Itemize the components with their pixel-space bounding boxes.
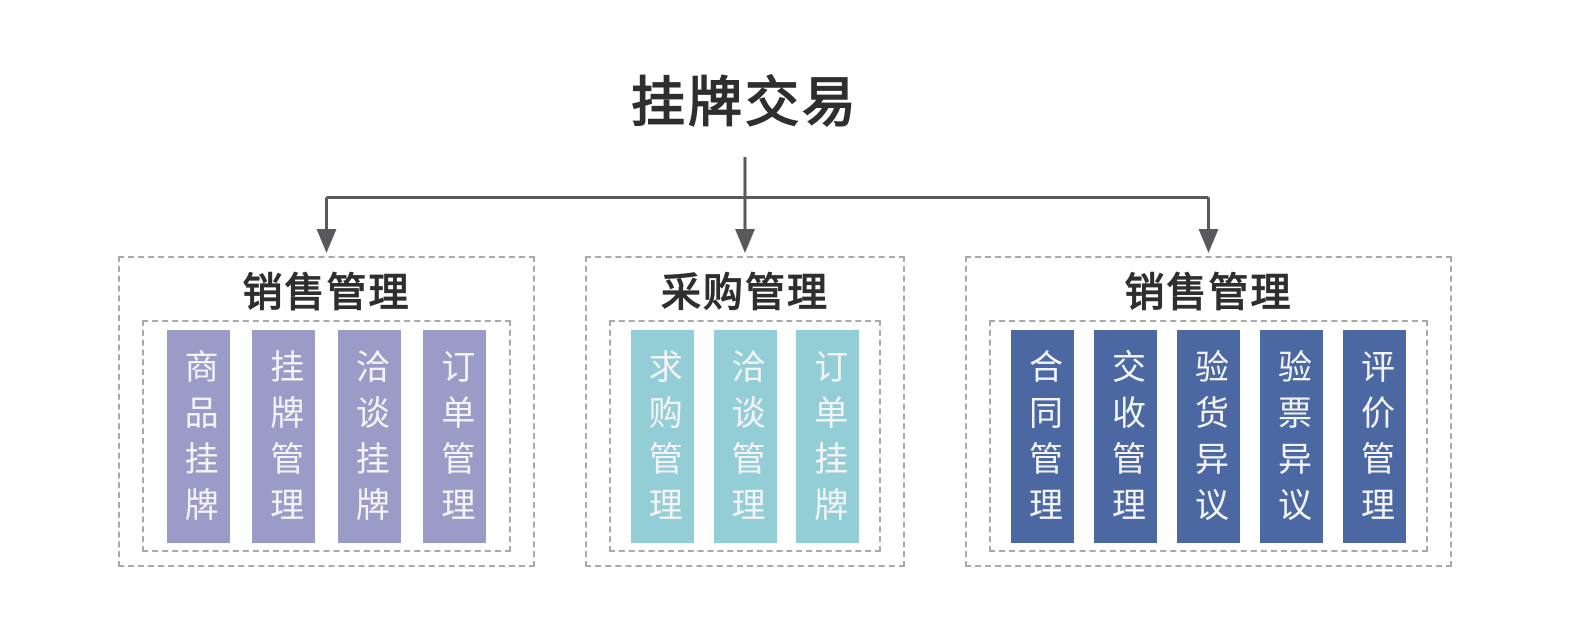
page-title: 挂牌交易 (631, 73, 859, 133)
group-card-sales-1: 销售管理 商品挂牌 挂牌管理 洽谈挂牌 订单管理 (118, 256, 535, 567)
feature-pill: 订单管理 (423, 329, 487, 543)
feature-pill: 洽谈管理 (713, 329, 777, 543)
feature-pill: 挂牌管理 (252, 329, 316, 543)
feature-pill: 商品挂牌 (166, 329, 230, 543)
down-arrow-icon (1198, 229, 1219, 253)
feature-pill-label: 交收管理 (1106, 349, 1145, 533)
group-title: 销售管理 (1124, 271, 1293, 315)
group-title: 销售管理 (242, 271, 411, 315)
feature-pill-label: 洽谈挂牌 (350, 349, 389, 533)
feature-pill-label: 洽谈管理 (726, 349, 764, 533)
feature-pill: 评价管理 (1343, 329, 1406, 543)
arrowheads (316, 229, 1219, 253)
down-arrow-icon (316, 229, 337, 253)
group-title: 采购管理 (661, 271, 829, 315)
feature-pill-label: 商品挂牌 (179, 349, 218, 533)
feature-pill-label: 订单管理 (435, 349, 474, 533)
drop-lines (325, 197, 1210, 231)
group-card-procurement: 采购管理 求购管理 洽谈管理 订单挂牌 (585, 256, 905, 567)
feature-pill: 洽谈挂牌 (337, 329, 401, 543)
feature-pill: 验货异议 (1177, 329, 1240, 543)
feature-pill-label: 订单挂牌 (808, 349, 847, 533)
down-arrow-icon (735, 229, 755, 253)
feature-pill: 订单挂牌 (796, 329, 860, 543)
feature-pill-label: 验票异议 (1272, 349, 1311, 533)
columns-panel: 商品挂牌 挂牌管理 洽谈挂牌 订单管理 (142, 320, 511, 552)
feature-pill-label: 验货异议 (1189, 349, 1228, 533)
feature-pill: 验票异议 (1260, 329, 1323, 543)
feature-pill: 合同管理 (1011, 329, 1074, 543)
feature-pill-label: 挂牌管理 (264, 349, 303, 533)
feature-pill-label: 求购管理 (643, 349, 682, 533)
feature-pill-label: 合同管理 (1023, 349, 1062, 533)
group-card-sales-2: 销售管理 合同管理 交收管理 验货异议 验票异议 评价管理 (965, 256, 1452, 567)
tree-connector (325, 157, 1210, 231)
feature-pill: 交收管理 (1094, 329, 1157, 543)
feature-pill-label: 评价管理 (1355, 349, 1394, 533)
columns-panel: 求购管理 洽谈管理 订单挂牌 (609, 320, 881, 552)
columns-panel: 合同管理 交收管理 验货异议 验票异议 评价管理 (989, 320, 1428, 552)
feature-pill: 求购管理 (630, 329, 694, 543)
